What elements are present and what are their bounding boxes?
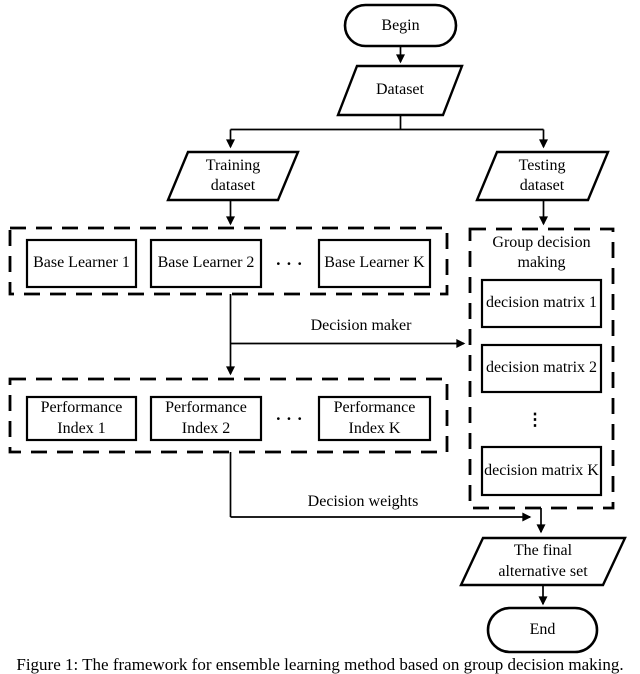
base-learner-ellipsis: ··· [275, 253, 308, 273]
base-learner-k-label: Base Learner K [324, 254, 425, 272]
end-terminator-shape [486, 606, 599, 654]
final-alternative-set-label: The final alternative set [498, 542, 588, 580]
training-dataset-parallelogram-shape [166, 150, 300, 202]
base-learner-1-label: Base Learner 1 [33, 254, 130, 272]
decision-matrix-1-box [480, 278, 603, 329]
performance-index-1-box [25, 395, 138, 442]
decision-maker-edge-label: Decision maker [310, 316, 412, 334]
group-decision-making-box [468, 227, 615, 510]
performance-index-k-box [317, 395, 432, 442]
training-dataset-label: Training dataset [205, 156, 261, 194]
testing-dataset-parallelogram-shape [475, 150, 610, 202]
base-learner-k-box [317, 238, 432, 289]
group-decision-making-title: Group decision making [492, 233, 591, 271]
testing-dataset-label: Testing dataset [518, 156, 566, 194]
base-learner-2-label: Base Learner 2 [157, 254, 255, 272]
final-alternative-set-parallelogram-shape [459, 536, 627, 587]
figure-caption: Figure 1: The framework for ensemble lea… [16, 655, 624, 674]
performance-index-ellipsis: ··· [275, 408, 308, 428]
dataset-parallelogram-shape [336, 64, 464, 117]
decision-matrix-k-box [480, 445, 603, 497]
decision-weights-edge-label: Decision weights [307, 492, 419, 510]
begin-terminator-shape [343, 3, 458, 48]
performance-index-2-box [149, 395, 263, 442]
performance-index-k-label: Performance Index K [333, 399, 416, 437]
performance-indexes-group-box [8, 377, 449, 454]
base-learners-group-box [8, 226, 449, 296]
begin-label: Begin [381, 16, 420, 34]
dataset-label: Dataset [376, 81, 424, 99]
decision-matrix-2-label: decision matrix 2 [485, 359, 598, 377]
performance-index-1-label: Performance Index 1 [40, 399, 123, 437]
base-learner-2-box [149, 238, 263, 289]
decision-matrix-ellipsis: ⋮ [526, 410, 544, 430]
decision-matrix-1-label: decision matrix 1 [485, 294, 598, 312]
decision-matrix-2-box [480, 343, 603, 394]
base-learner-1-box [25, 238, 138, 289]
decision-matrix-k-label: decision matrix K [484, 461, 599, 479]
performance-index-2-label: Performance Index 2 [165, 399, 247, 437]
end-label: End [529, 620, 556, 638]
